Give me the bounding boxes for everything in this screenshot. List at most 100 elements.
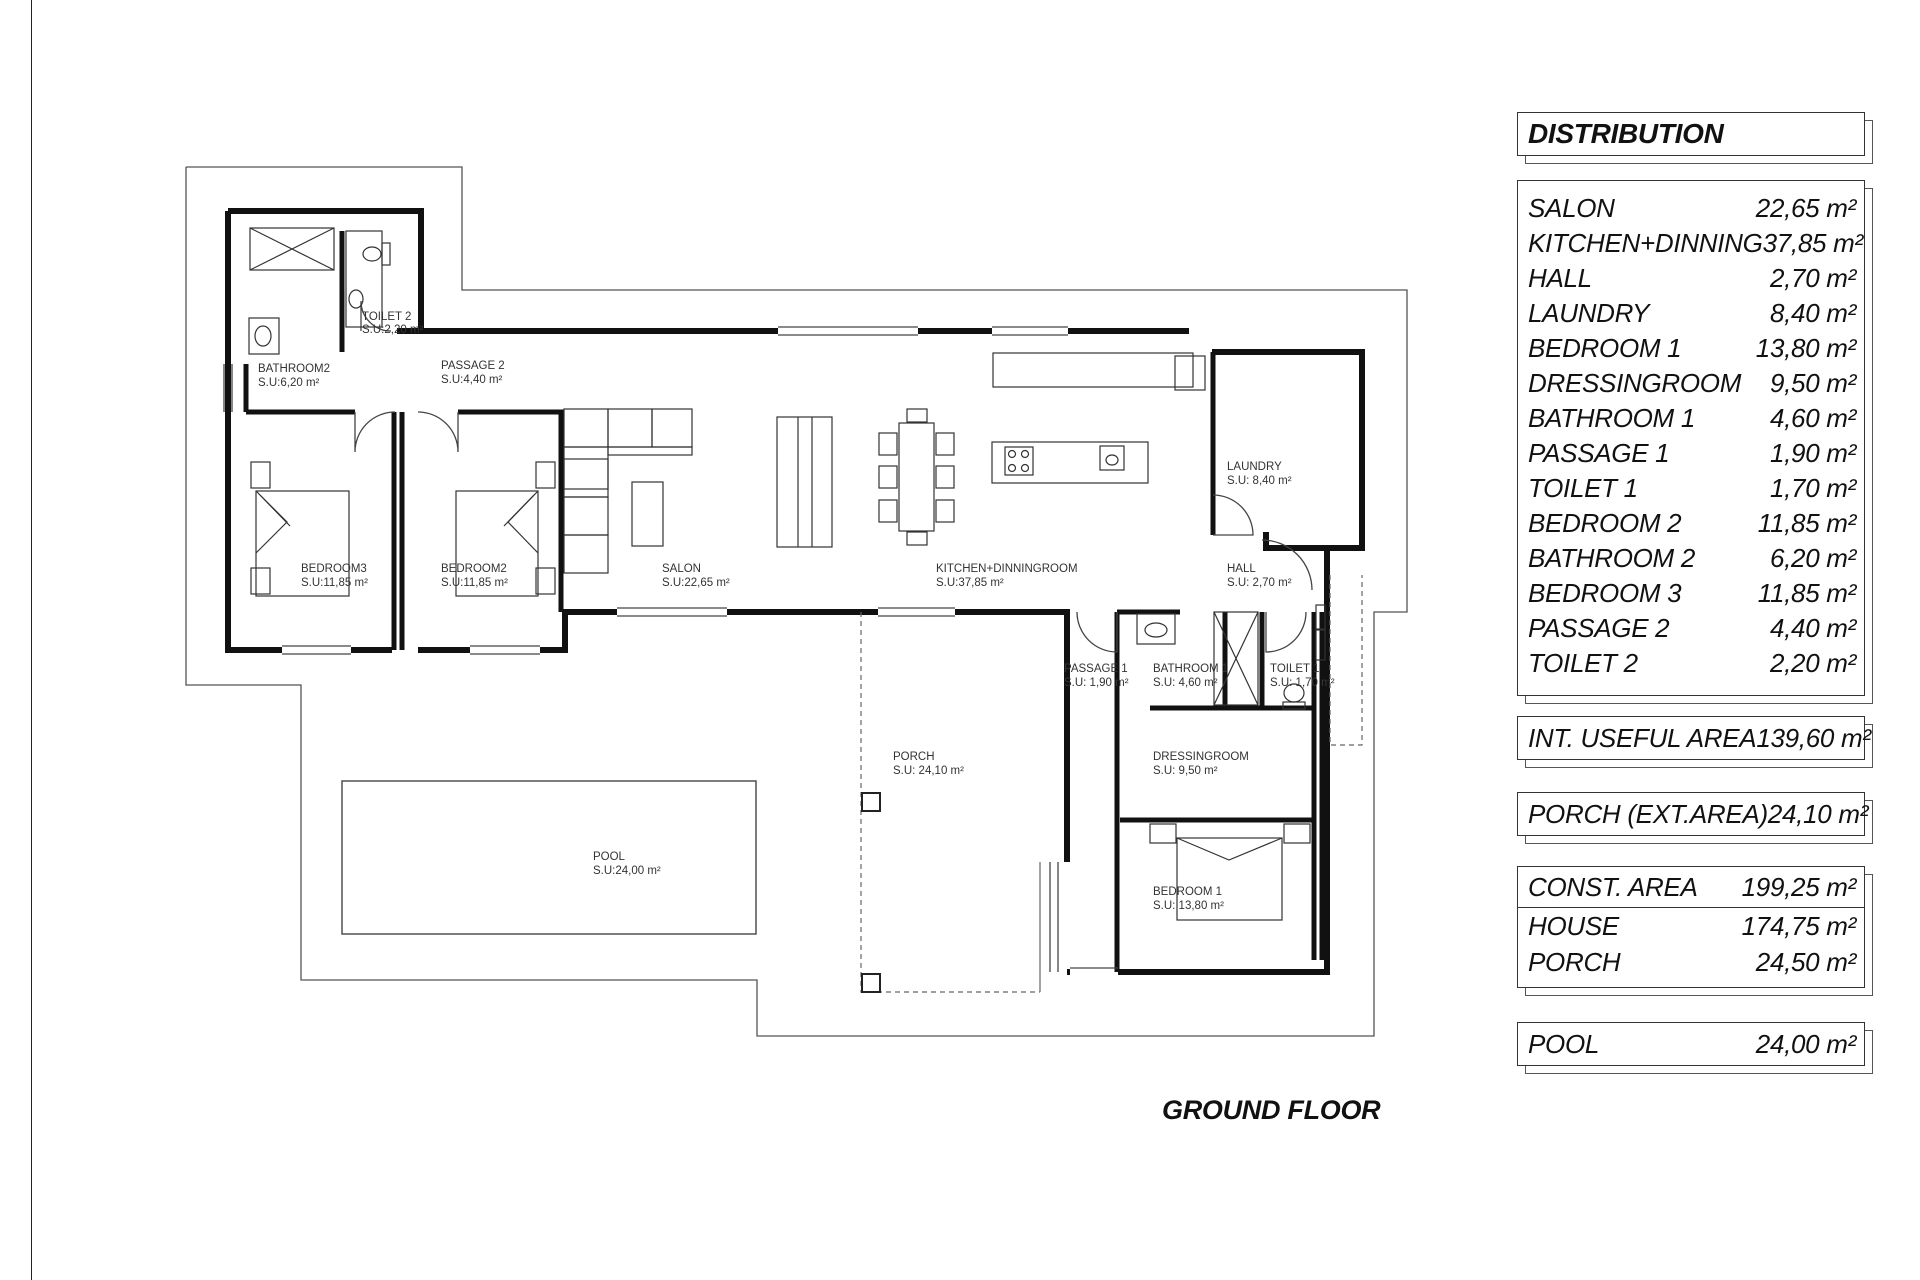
- distribution-title-row: DISTRIBUTION: [1518, 113, 1864, 155]
- pool-area-box: POOL 24,00 m²: [1517, 1022, 1865, 1066]
- distribution-row: BEDROOM 2 11,85 m²: [1518, 506, 1864, 541]
- distribution-row: PASSAGE 2 4,40 m²: [1518, 611, 1864, 646]
- distribution-room-name: TOILET 2: [1528, 648, 1638, 678]
- distribution-row: BATHROOM 1 4,60 m²: [1518, 401, 1864, 436]
- distribution-row: TOILET 2 2,20 m²: [1518, 646, 1864, 681]
- distribution-room-area: 9,50 m²: [1769, 368, 1856, 398]
- distribution-room-area: 13,80 m²: [1755, 333, 1857, 363]
- distribution-room-area: 4,40 m²: [1769, 613, 1856, 643]
- distribution-room-name: LAUNDRY: [1528, 298, 1650, 328]
- label-passage2-area: S.U:4,40 m²: [441, 374, 503, 386]
- doors: [354, 300, 1313, 653]
- useful-area-label: INT. USEFUL AREA: [1528, 723, 1757, 753]
- label-bedroom2-area: S.U:11,85 m²: [441, 577, 508, 589]
- distribution-room-name: BEDROOM 3: [1528, 578, 1682, 608]
- label-kitchen-name: KITCHEN+DINNINGROOM: [936, 563, 1078, 575]
- label-salon-name: SALON: [662, 563, 701, 575]
- distribution-room-area: 11,85 m²: [1757, 508, 1857, 538]
- label-bedroom2-name: BEDROOM2: [441, 563, 507, 575]
- distribution-row: BATHROOM 2 6,20 m²: [1518, 541, 1864, 576]
- distribution-room-name: KITCHEN+DINNING: [1528, 228, 1763, 258]
- label-hall-name: HALL: [1227, 563, 1256, 575]
- distribution-room-area: 11,85 m²: [1757, 578, 1857, 608]
- exterior-walls: [225, 208, 1365, 975]
- label-salon-area: S.U:22,65 m²: [662, 577, 730, 589]
- label-passage2-name: PASSAGE 2: [441, 360, 505, 372]
- floor-title: GROUND FLOOR: [1162, 1095, 1381, 1125]
- const-area-value: 199,25 m²: [1741, 872, 1857, 902]
- label-bedroom1-area: S.U: 13,80 m²: [1153, 900, 1224, 912]
- porch-area-row: PORCH (EXT.AREA) 24,10 m²: [1518, 793, 1868, 835]
- label-porch-name: PORCH: [893, 751, 935, 763]
- label-dressing-area: S.U: 9,50 m²: [1153, 765, 1218, 777]
- porch-outline: [860, 575, 1363, 993]
- label-bathroom2-area: S.U:6,20 m²: [258, 377, 320, 389]
- porch-area-value: 24,10 m²: [1767, 799, 1869, 829]
- dining-set: [878, 408, 955, 546]
- const-area-row: CONST. AREA 199,25 m²: [1518, 867, 1864, 908]
- pool-area-value: 24,00 m²: [1755, 1029, 1857, 1059]
- distribution-row: BEDROOM 3 11,85 m²: [1518, 576, 1864, 611]
- windows: [223, 326, 1118, 972]
- distribution-room-area: 2,70 m²: [1769, 263, 1856, 293]
- label-toilet1-name: TOILET 1: [1270, 663, 1319, 675]
- plot-boundary: [185, 166, 1408, 1037]
- sheet-border-line: [31, 0, 32, 1280]
- salon-furniture: [563, 408, 833, 574]
- distribution-room-area: 2,20 m²: [1769, 648, 1856, 678]
- distribution-room-area: 22,65 m²: [1755, 193, 1857, 223]
- pool-outline: [341, 780, 757, 935]
- label-bathroom2-name: BATHROOM2: [258, 363, 330, 375]
- porch-const-label: PORCH: [1528, 947, 1621, 977]
- distribution-room-area: 4,60 m²: [1769, 403, 1856, 433]
- distribution-room-name: TOILET 1: [1528, 473, 1638, 503]
- distribution-row: DRESSINGROOM 9,50 m²: [1518, 366, 1864, 401]
- label-toilet2-area: S.U:2,20 m²: [362, 324, 424, 336]
- distribution-row: PASSAGE 1 1,90 m²: [1518, 436, 1864, 471]
- label-toilet2-name: TOILET 2: [362, 311, 411, 323]
- label-passage1-area: S.U: 1,90 m²: [1064, 677, 1129, 689]
- distribution-room-area: 1,90 m²: [1769, 438, 1856, 468]
- distribution-room-name: BATHROOM 2: [1528, 543, 1695, 573]
- useful-area-box: INT. USEFUL AREA 139,60 m²: [1517, 716, 1871, 760]
- label-laundry-area: S.U: 8,40 m²: [1227, 475, 1292, 487]
- distribution-room-name: SALON: [1528, 193, 1615, 223]
- label-hall-area: S.U: 2,70 m²: [1227, 577, 1292, 589]
- porch-area-label: PORCH (EXT.AREA): [1528, 799, 1768, 829]
- label-laundry-name: LAUNDRY: [1227, 461, 1282, 473]
- distribution-room-name: PASSAGE 2: [1528, 613, 1670, 643]
- useful-area-value: 139,60 m²: [1756, 723, 1871, 753]
- distribution-room-name: BATHROOM 1: [1528, 403, 1695, 433]
- kitchen-fixtures: [991, 352, 1206, 484]
- distribution-row: LAUNDRY 8,40 m²: [1518, 296, 1864, 331]
- distribution-room-area: 6,20 m²: [1769, 543, 1856, 573]
- porch-const-value: 24,50 m²: [1755, 947, 1857, 977]
- label-bedroom3-area: S.U:11,85 m²: [301, 577, 368, 589]
- label-bathroom1-area: S.U: 4,60 m²: [1153, 677, 1218, 689]
- interior-walls: [243, 231, 1325, 972]
- construction-area-box: CONST. AREA 199,25 m² HOUSE 174,75 m² PO…: [1517, 866, 1865, 988]
- distribution-room-name: BEDROOM 2: [1528, 508, 1682, 538]
- pool-area-label: POOL: [1528, 1029, 1600, 1059]
- beds: [250, 461, 1311, 921]
- label-porch-area: S.U: 24,10 m²: [893, 765, 964, 777]
- distribution-room-name: HALL: [1528, 263, 1592, 293]
- house-area-value: 174,75 m²: [1741, 911, 1857, 941]
- house-area-label: HOUSE: [1528, 911, 1619, 941]
- label-passage1-name: PASSAGE 1: [1064, 663, 1128, 675]
- label-pool-area: S.U:24,00 m²: [593, 865, 661, 877]
- distribution-room-name: DRESSINGROOM: [1528, 368, 1742, 398]
- label-bathroom1-name: BATHROOM 1: [1153, 663, 1228, 675]
- label-toilet1-area: S.U: 1,70 m²: [1270, 677, 1335, 689]
- distribution-room-area: 8,40 m²: [1769, 298, 1856, 328]
- label-bedroom3-name: BEDROOM3: [301, 563, 367, 575]
- label-pool-name: POOL: [593, 851, 626, 863]
- distribution-room-name: PASSAGE 1: [1528, 438, 1670, 468]
- const-area-label: CONST. AREA: [1528, 872, 1698, 902]
